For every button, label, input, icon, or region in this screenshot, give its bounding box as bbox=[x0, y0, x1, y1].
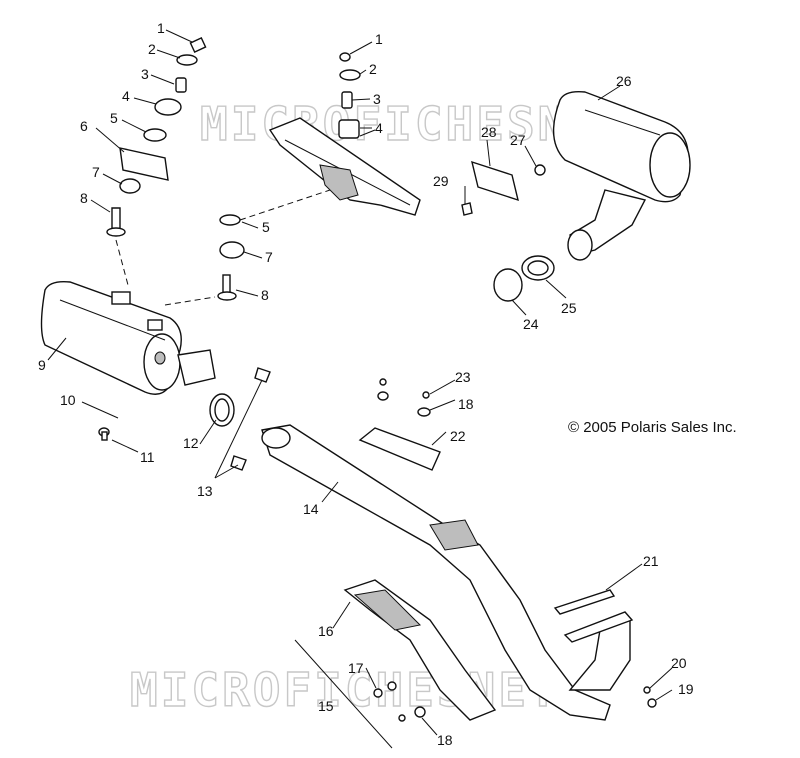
callout-15: 15 bbox=[318, 698, 334, 714]
callout-8-left: 8 bbox=[80, 190, 88, 206]
leader-lines bbox=[47, 29, 673, 736]
callout-13: 13 bbox=[197, 483, 213, 499]
callout-6: 6 bbox=[80, 118, 88, 134]
callout-1-right: 1 bbox=[375, 31, 383, 47]
callout-1-left: 1 bbox=[157, 20, 165, 36]
callout-16: 16 bbox=[318, 623, 334, 639]
callout-22: 22 bbox=[450, 428, 466, 444]
callout-27: 27 bbox=[510, 132, 526, 148]
left-muffler bbox=[40, 280, 216, 395]
callout-20: 20 bbox=[671, 655, 687, 671]
callout-10: 10 bbox=[60, 392, 76, 408]
copyright-notice: © 2005 Polaris Sales Inc. bbox=[568, 419, 737, 436]
callout-9: 9 bbox=[38, 357, 46, 373]
gasket bbox=[553, 589, 634, 643]
callout-7-left: 7 bbox=[92, 164, 100, 180]
callout-5-left: 5 bbox=[110, 110, 118, 126]
heat-shield-upper bbox=[358, 427, 441, 471]
callout-26: 26 bbox=[616, 73, 632, 89]
callout-3-right: 3 bbox=[373, 91, 381, 107]
callout-24: 24 bbox=[523, 316, 539, 332]
callout-2-right: 2 bbox=[369, 61, 377, 77]
callout-labels: 1 2 3 4 5 6 7 8 1 2 3 4 5 7 8 9 10 11 12… bbox=[38, 20, 694, 748]
callout-11: 11 bbox=[140, 449, 155, 465]
callout-18-upper: 18 bbox=[458, 396, 474, 412]
callout-12: 12 bbox=[183, 435, 199, 451]
callout-17: 17 bbox=[348, 660, 364, 676]
callout-28: 28 bbox=[481, 124, 497, 140]
watermark-bottom: MICROFICHESNET bbox=[130, 663, 560, 717]
callout-4-right: 4 bbox=[375, 120, 383, 136]
left-fastener-stack bbox=[106, 37, 207, 237]
callout-25: 25 bbox=[561, 300, 577, 316]
head-pipe bbox=[261, 424, 631, 721]
callout-19: 19 bbox=[678, 681, 694, 697]
callout-21: 21 bbox=[643, 553, 659, 569]
mount-hardware-middle bbox=[115, 189, 331, 306]
callout-23: 23 bbox=[455, 369, 471, 385]
small-parts-left bbox=[81, 367, 271, 471]
callout-29: 29 bbox=[433, 173, 449, 189]
right-muffler bbox=[552, 90, 691, 261]
callout-8-right: 8 bbox=[261, 287, 269, 303]
callout-3-left: 3 bbox=[141, 66, 149, 82]
callout-14: 14 bbox=[303, 501, 319, 517]
callout-5-right: 5 bbox=[262, 219, 270, 235]
callout-2-left: 2 bbox=[148, 41, 156, 57]
callout-4-left: 4 bbox=[122, 88, 130, 104]
right-muffler-hardware bbox=[461, 160, 555, 302]
small-hardware-right bbox=[373, 378, 657, 722]
callout-7-right: 7 bbox=[265, 249, 273, 265]
lower-heat-shield bbox=[294, 579, 497, 749]
frame-bracket bbox=[268, 52, 421, 216]
callout-18-lower: 18 bbox=[437, 732, 453, 748]
